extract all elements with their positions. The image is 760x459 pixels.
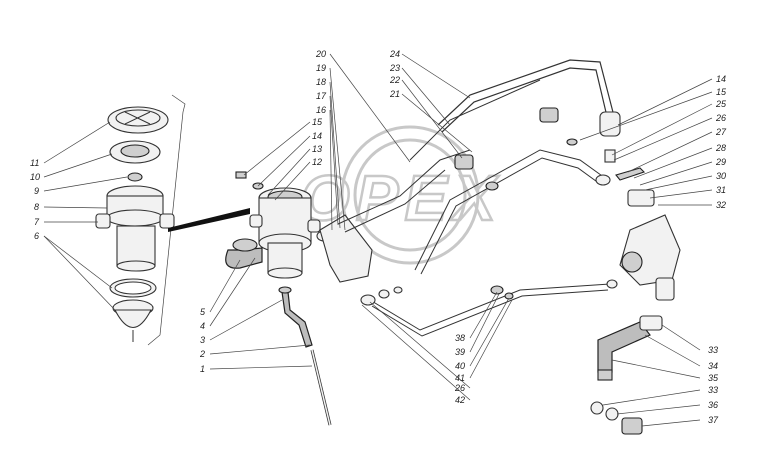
washer-part-33 (590, 401, 604, 415)
fuel-pump-part-32 (619, 214, 681, 286)
bolt-part-26 (604, 149, 616, 163)
callout-17: 17 (316, 91, 327, 101)
callout-8: 8 (34, 202, 39, 212)
callout-13: 13 (312, 144, 322, 154)
callout-35: 35 (708, 373, 719, 383)
callout-34: 34 (708, 361, 718, 371)
callout-40: 40 (455, 361, 465, 371)
callout-labels: 11 10 9 8 7 6 15 14 13 12 5 4 3 2 1 20 1… (30, 49, 727, 425)
callout-20: 20 (315, 49, 326, 59)
callout-3: 3 (200, 335, 205, 345)
callout-23: 23 (389, 63, 400, 73)
callout-25: 25 (715, 99, 727, 109)
callout-9: 9 (34, 186, 39, 196)
callout-19: 19 (316, 63, 326, 73)
pipe-clamp-part-21 (539, 107, 559, 123)
callout-36: 36 (708, 400, 718, 410)
curved-pipe-part-3 (281, 291, 313, 348)
callout-41: 41 (455, 373, 465, 383)
assembly-pointer (168, 208, 250, 232)
pipe-clamp-part-22 (454, 154, 474, 170)
filter-assembly-exploded (95, 94, 186, 346)
callout-31: 31 (716, 185, 726, 195)
callout-22: 22 (389, 75, 400, 85)
callout-26-right: 26 (715, 113, 726, 123)
callout-5: 5 (200, 307, 206, 317)
pump-assembly (604, 149, 681, 301)
callout-30: 30 (716, 171, 726, 181)
callout-33-b: 33 (708, 385, 718, 395)
callout-18: 18 (316, 77, 326, 87)
callout-33-a: 33 (708, 345, 718, 355)
callout-15-right: 15 (716, 87, 727, 97)
callout-39: 39 (455, 347, 465, 357)
filter-nut-part-9 (127, 172, 143, 182)
lower-pipe-assembly (278, 286, 332, 426)
elbow-hose (225, 247, 263, 269)
leader-lines (43, 53, 713, 427)
callout-29: 29 (715, 157, 726, 167)
callout-24: 24 (389, 49, 400, 59)
callout-26-bottom: 26 (454, 383, 465, 393)
callout-38: 38 (455, 333, 465, 343)
callout-27: 27 (715, 127, 727, 137)
callout-32: 32 (716, 200, 726, 210)
filter-assembly-installed (225, 171, 332, 279)
callout-37: 37 (708, 415, 719, 425)
callout-10: 10 (30, 172, 40, 182)
callout-7: 7 (34, 217, 40, 227)
callout-16: 16 (316, 105, 326, 115)
bottom-right-hose (590, 315, 663, 435)
callout-21: 21 (389, 89, 400, 99)
callout-2: 2 (199, 349, 205, 359)
callout-42: 42 (455, 395, 465, 405)
callout-6: 6 (34, 231, 39, 241)
callout-12: 12 (312, 157, 322, 167)
bolt-part-15 (235, 171, 247, 179)
callout-4: 4 (200, 321, 205, 331)
callout-11: 11 (30, 158, 39, 168)
callout-28: 28 (715, 143, 726, 153)
fitting-part-31 (627, 189, 655, 207)
plug-part-37 (621, 417, 643, 435)
callout-15-left: 15 (312, 117, 323, 127)
callout-14-left: 14 (312, 131, 322, 141)
callout-14-right: 14 (716, 74, 726, 84)
filter-housing-body-part-7 (116, 225, 156, 267)
fuel-lines (337, 59, 621, 337)
mounting-bracket (319, 214, 373, 283)
callout-1: 1 (200, 364, 205, 374)
